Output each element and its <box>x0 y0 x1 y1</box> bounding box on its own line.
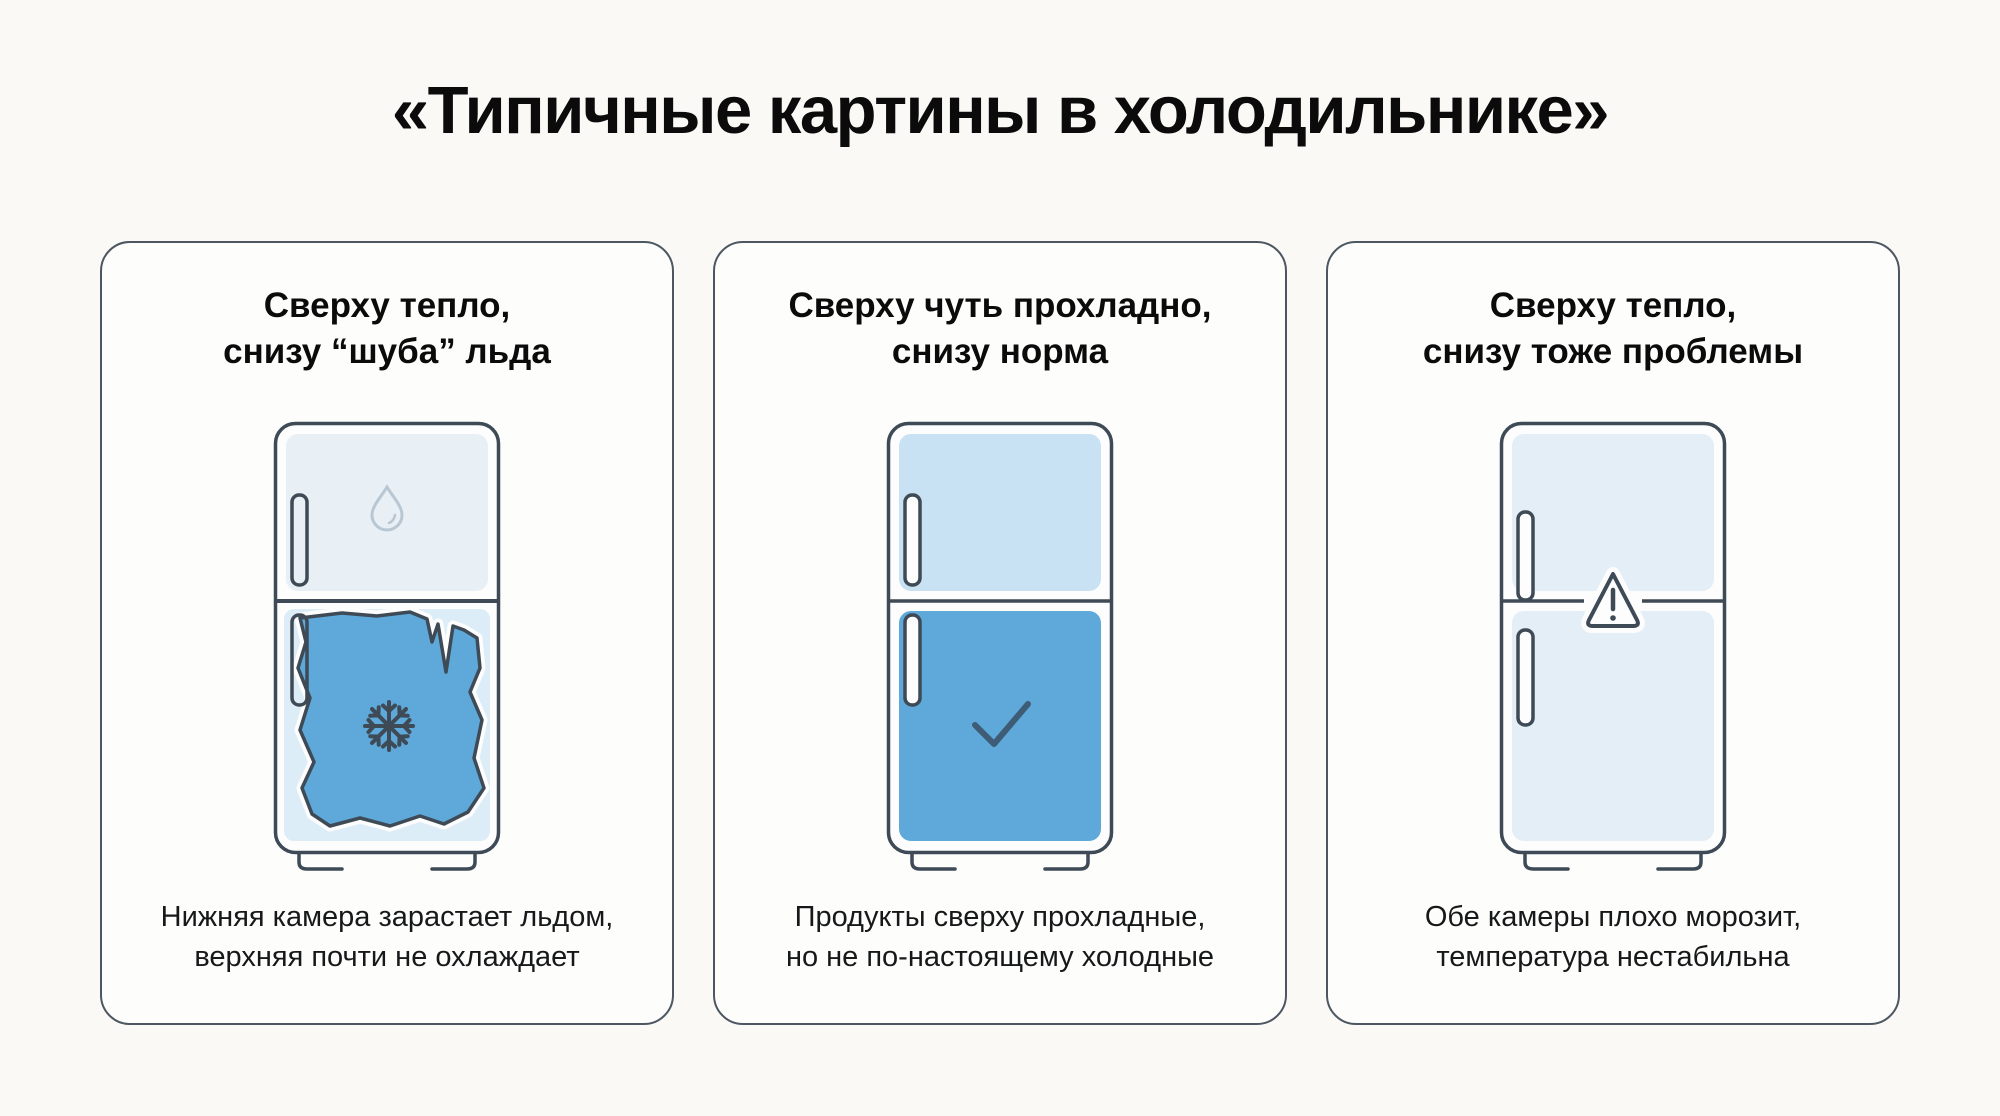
card-heading: Сверху тепло, снизу тоже проблемы <box>1422 286 1804 371</box>
fridge-door-panel <box>899 611 1101 841</box>
card-caption: Продукты сверху прохладные, но не по-нас… <box>785 901 1215 974</box>
fridge-handle-bottom <box>1516 628 1535 727</box>
droplet-icon <box>370 484 404 532</box>
fridge-foot-right <box>1656 851 1703 871</box>
fridge-handle-top <box>903 493 922 587</box>
fridge-illustration-warning <box>1499 421 1727 871</box>
checkmark-icon <box>972 701 1031 747</box>
card-frost-coat: Сверху тепло, снизу “шуба” льда <box>100 241 674 1025</box>
fridge-handle-bottom <box>290 613 309 707</box>
fridge-foot-left <box>910 851 957 871</box>
freezer-door-panel <box>286 434 488 591</box>
card-normal-bottom: Сверху чуть прохладно, снизу норма <box>713 241 1287 1025</box>
freezer-door-panel <box>899 434 1101 591</box>
fridge-foot-right <box>1043 851 1090 871</box>
fridge-illustration-frost <box>273 421 501 871</box>
fridge-handle-top <box>1516 510 1535 602</box>
card-both-problem: Сверху тепло, снизу тоже проблемы <box>1326 241 1900 1025</box>
freezer-door-panel <box>1512 434 1714 591</box>
fridge-door-panel <box>1512 611 1714 841</box>
card-caption: Обе камеры плохо морозит, температура не… <box>1424 901 1802 974</box>
fridge-foot-left <box>297 851 344 871</box>
fridge-handle-top <box>290 493 309 587</box>
card-caption: Нижняя камера зарастает льдом, верхняя п… <box>160 901 614 974</box>
warning-icon <box>1581 567 1645 633</box>
fridge-foot-left <box>1523 851 1570 871</box>
card-heading: Сверху чуть прохладно, снизу норма <box>788 286 1212 371</box>
fridge-foot-right <box>430 851 477 871</box>
snowflake-icon <box>363 700 415 752</box>
card-heading: Сверху тепло, снизу “шуба” льда <box>223 286 551 371</box>
cards-row: Сверху тепло, снизу “шуба” льда <box>100 241 1900 1025</box>
fridge-handle-bottom <box>903 613 922 707</box>
page-title: «Типичные картины в холодильнике» <box>391 73 1610 148</box>
fridge-illustration-ok <box>886 421 1114 871</box>
